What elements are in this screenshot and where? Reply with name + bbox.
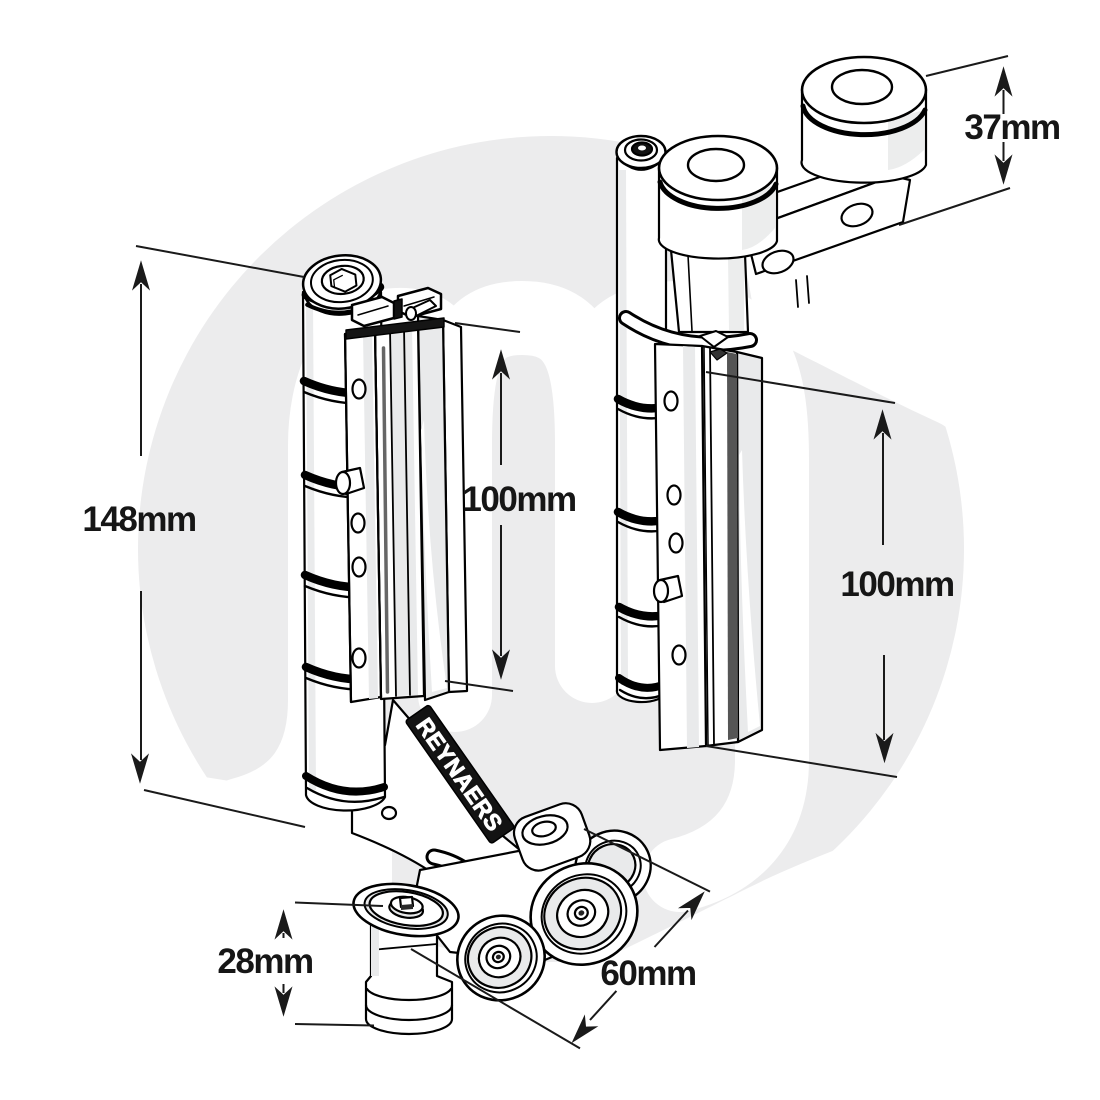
svg-text:28mm: 28mm — [217, 942, 312, 981]
svg-text:60mm: 60mm — [600, 954, 695, 993]
svg-text:100mm: 100mm — [462, 480, 575, 519]
svg-text:148mm: 148mm — [82, 500, 195, 539]
svg-text:100mm: 100mm — [840, 565, 953, 604]
svg-text:37mm: 37mm — [964, 108, 1059, 147]
